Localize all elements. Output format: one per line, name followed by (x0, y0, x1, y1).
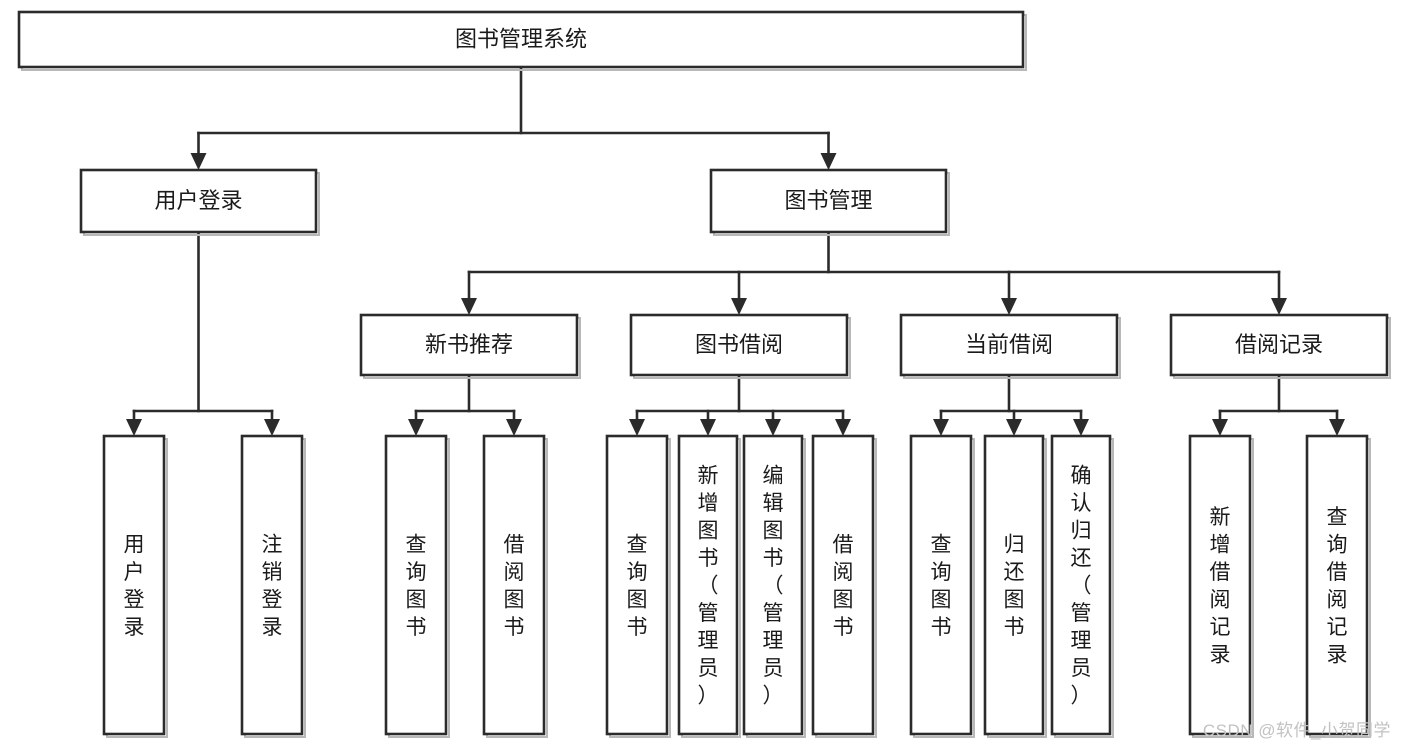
node-branch-借阅记录[interactable]: 借阅记录 (1169, 313, 1391, 379)
node-box[interactable] (605, 434, 669, 736)
node-box[interactable] (1188, 434, 1252, 736)
node-box[interactable] (742, 434, 804, 736)
arrowhead-icon (506, 419, 522, 436)
node-label: 查询图书 (627, 533, 648, 639)
node-leaf-借阅图书[interactable]: 借阅图书 (811, 434, 877, 738)
node-label: 新增借阅记录 (1210, 506, 1231, 667)
node-label: 注销登录 (262, 533, 283, 639)
node-box[interactable] (1305, 434, 1369, 736)
arrowhead-icon (629, 419, 645, 436)
node-box[interactable] (983, 434, 1045, 736)
node-label: 图书借阅 (695, 332, 783, 357)
node-leaf-新增图书管理员[interactable]: 新增图书（管理员） (677, 434, 741, 738)
arrowhead-icon (700, 419, 716, 436)
node-label: 图书管理系统 (455, 26, 587, 51)
node-leaf-编辑图书管理员[interactable]: 编辑图书（管理员） (742, 434, 806, 738)
node-box[interactable] (17, 10, 1025, 69)
node-label: 查询借阅记录 (1327, 506, 1348, 667)
node-box[interactable] (482, 434, 546, 736)
node-leaf-查询图书[interactable]: 查询图书 (909, 434, 975, 738)
node-box[interactable] (102, 434, 166, 736)
node-box[interactable] (1169, 313, 1389, 377)
node-box[interactable] (359, 313, 579, 377)
node-label: 归还图书 (1004, 533, 1025, 639)
node-leaf-新增借阅记录[interactable]: 新增借阅记录 (1188, 434, 1254, 738)
node-leaf-注销登录[interactable]: 注销登录 (240, 434, 306, 738)
node-box[interactable] (709, 168, 948, 234)
node-root-图书管理系统[interactable]: 图书管理系统 (17, 10, 1027, 71)
node-box[interactable] (909, 434, 973, 736)
node-label: 查询图书 (931, 533, 952, 639)
arrowhead-icon (264, 419, 280, 436)
node-branch-当前借阅[interactable]: 当前借阅 (899, 313, 1121, 379)
node-label: 借阅记录 (1235, 332, 1323, 357)
node-box[interactable] (79, 168, 318, 234)
node-label: 用户登录 (154, 188, 242, 213)
node-box[interactable] (629, 313, 849, 377)
node-leaf-归还图书[interactable]: 归还图书 (983, 434, 1047, 738)
node-leaf-查询图书[interactable]: 查询图书 (384, 434, 450, 738)
node-leaf-借阅图书[interactable]: 借阅图书 (482, 434, 548, 738)
node-leaf-查询图书[interactable]: 查询图书 (605, 434, 671, 738)
node-leaf-确认归还管理员[interactable]: 确认归还（管理员） (1050, 434, 1114, 738)
arrowhead-icon (1271, 298, 1287, 315)
arrowhead-icon (765, 419, 781, 436)
node-branch-用户登录[interactable]: 用户登录 (79, 168, 320, 236)
node-label: 新增图书（管理员） (698, 465, 719, 708)
node-branch-图书借阅[interactable]: 图书借阅 (629, 313, 851, 379)
node-box[interactable] (1050, 434, 1112, 736)
arrowhead-icon (1001, 298, 1017, 315)
node-box[interactable] (240, 434, 304, 736)
node-label: 查询图书 (406, 533, 427, 639)
node-box[interactable] (677, 434, 739, 736)
node-label: 图书管理 (784, 188, 872, 213)
node-label: 用户登录 (124, 533, 145, 639)
arrowhead-icon (461, 298, 477, 315)
node-label: 新书推荐 (425, 332, 513, 357)
arrowhead-icon (1073, 419, 1089, 436)
arrowhead-icon (820, 153, 837, 170)
node-leaf-用户登录[interactable]: 用户登录 (102, 434, 168, 738)
node-label: 编辑图书（管理员） (763, 465, 784, 708)
diagram-nodes: 图书管理系统用户登录图书管理新书推荐图书借阅当前借阅借阅记录用户登录注销登录查询… (17, 10, 1391, 738)
arrowhead-icon (731, 298, 747, 315)
node-leaf-查询借阅记录[interactable]: 查询借阅记录 (1305, 434, 1371, 738)
node-box[interactable] (811, 434, 875, 736)
node-label: 借阅图书 (504, 533, 525, 639)
node-label: 借阅图书 (833, 533, 854, 639)
node-branch-图书管理[interactable]: 图书管理 (709, 168, 950, 236)
arrowhead-icon (835, 419, 851, 436)
node-box[interactable] (384, 434, 448, 736)
arrowhead-icon (1212, 419, 1228, 436)
node-label: 当前借阅 (965, 332, 1053, 357)
arrowhead-icon (1006, 419, 1022, 436)
node-label: 确认归还（管理员） (1071, 465, 1092, 708)
node-box[interactable] (899, 313, 1119, 377)
arrowhead-icon (933, 419, 949, 436)
arrowhead-icon (190, 153, 207, 170)
arrowhead-icon (1329, 419, 1345, 436)
connector-edges (126, 65, 1345, 436)
arrowhead-icon (126, 419, 142, 436)
arrowhead-icon (408, 419, 424, 436)
node-branch-新书推荐[interactable]: 新书推荐 (359, 313, 581, 379)
